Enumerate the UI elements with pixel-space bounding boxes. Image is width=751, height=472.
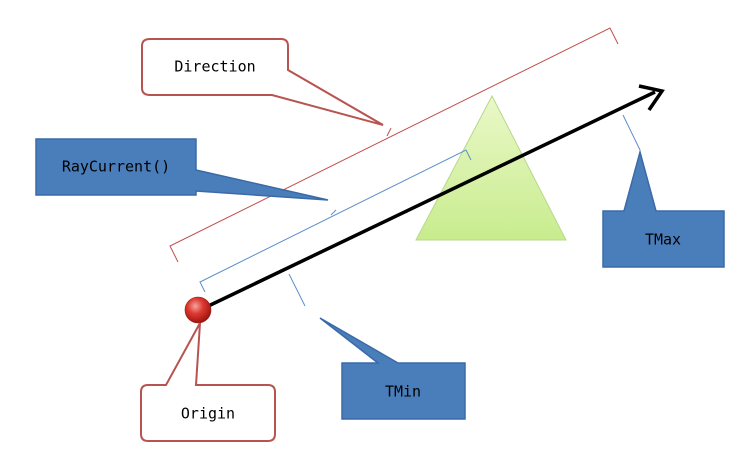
direction-bracket-tick: [386, 127, 392, 137]
ray-current-bracket: [199, 149, 472, 293]
origin-callout: Origin: [140, 322, 276, 442]
direction-label: Direction: [174, 58, 255, 76]
tmax-marker: [622, 114, 641, 151]
direction-callout: Direction: [141, 38, 384, 126]
ray-current-callout: RayCurrent(): [35, 138, 329, 201]
tmin-label: TMin: [385, 383, 421, 401]
ray-line: [199, 90, 656, 312]
intersected-triangle: [415, 94, 567, 241]
ray-current-bracket-tick: [330, 209, 337, 216]
tmax-label: TMax: [645, 231, 681, 249]
tmin-callout: TMin: [319, 317, 466, 420]
ray-current-label: RayCurrent(): [62, 158, 170, 176]
tmax-callout: TMax: [602, 149, 725, 268]
direction-bracket: [169, 27, 619, 263]
origin-label: Origin: [181, 405, 235, 423]
origin-point: [184, 296, 212, 324]
ray-arrowhead-icon: [638, 84, 665, 111]
tmin-marker: [288, 273, 306, 307]
